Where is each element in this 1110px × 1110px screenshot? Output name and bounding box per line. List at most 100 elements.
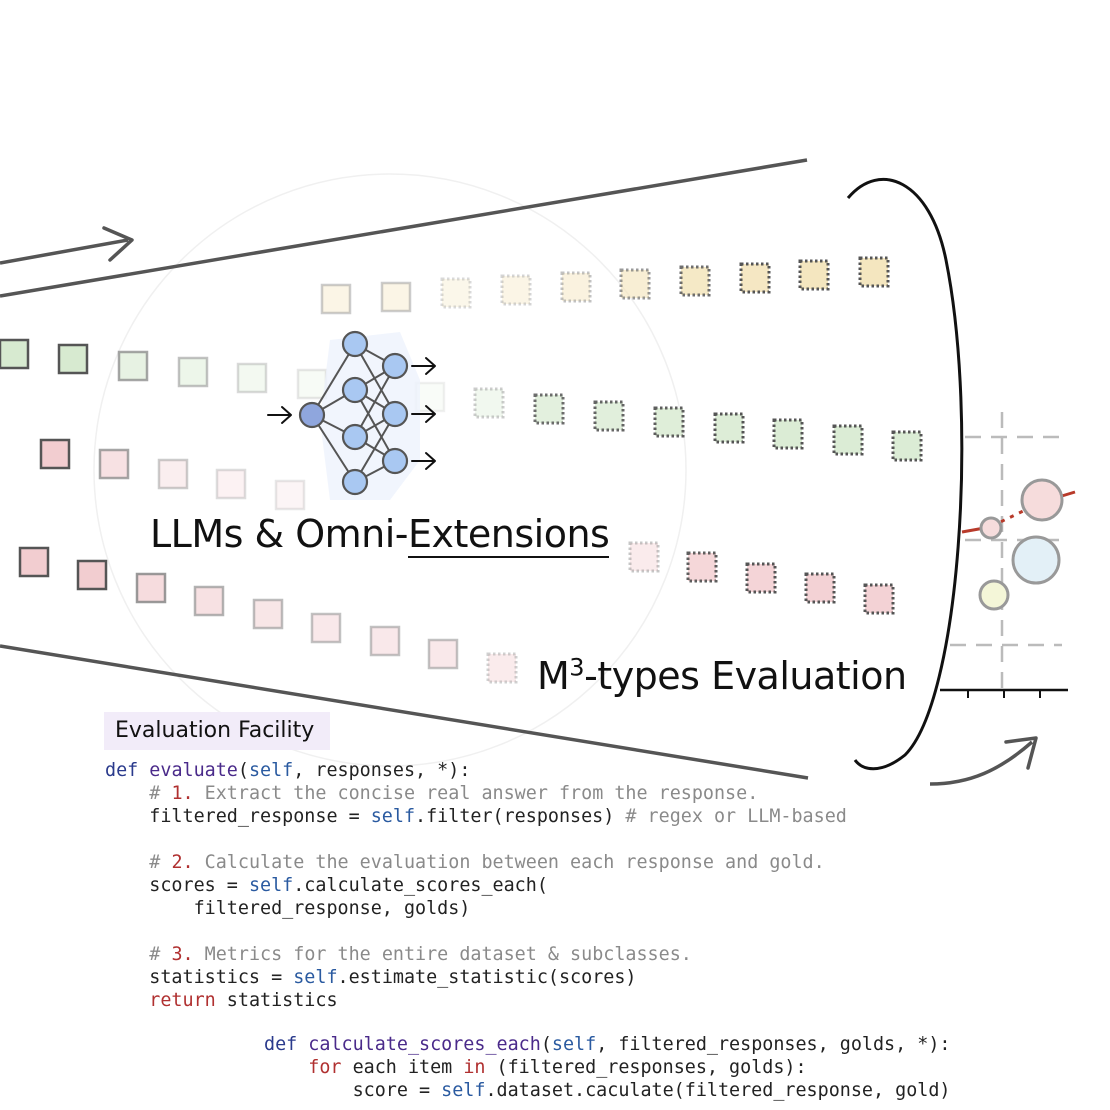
eval-title-rest: Evaluation (699, 654, 907, 698)
llm-title-underlined: Extensions (408, 512, 610, 558)
code-token: Metrics for the entire dataset & subclas… (193, 944, 692, 965)
token-square (369, 625, 401, 657)
token-square (533, 393, 565, 425)
code-token: # regex or LLM-based (625, 806, 847, 827)
token-square (500, 274, 532, 306)
code-token: Calculate the evaluation between each re… (193, 852, 825, 873)
token-square (739, 262, 771, 294)
code-token: evaluate (149, 760, 238, 781)
code-token: self (293, 967, 338, 988)
funnel-bottom-line (0, 644, 809, 780)
eval-title-sup: 3 (569, 653, 585, 682)
code-token: score = (264, 1080, 442, 1101)
token-square (486, 652, 518, 684)
token-square (57, 343, 89, 375)
code-token: .estimate_statistic(scores) (337, 967, 637, 988)
code-token: Extract the concise real answer from the… (193, 783, 759, 804)
code-token: 3. (171, 944, 194, 965)
code-token: each item (341, 1057, 464, 1078)
funnel-top-line (0, 158, 808, 298)
code-token: filtered_response = (105, 806, 371, 827)
token-square (320, 283, 352, 315)
token-square (157, 458, 189, 490)
code-token: # (105, 783, 172, 804)
token-square (772, 418, 804, 450)
token-square (427, 638, 459, 670)
token-square (177, 356, 209, 388)
data-token-squares (0, 256, 923, 684)
token-square (619, 268, 651, 300)
token-square (440, 277, 472, 309)
token-square (414, 381, 446, 413)
code-token: self (551, 1034, 597, 1055)
funnel-opening (846, 178, 964, 771)
code-token: self (370, 806, 416, 827)
code-token: def (105, 760, 150, 781)
code-token: (filtered_responses, golds): (485, 1057, 807, 1078)
token-square (891, 430, 923, 462)
focus-circle (93, 173, 687, 767)
llm-title-prefix: LLMs & Omni- (150, 512, 409, 556)
code-token: .dataset.caculate(filtered_response, gol… (485, 1080, 951, 1101)
evaluation-title: M3-types Evaluation (537, 654, 907, 698)
code-token: # (105, 852, 172, 873)
code-token: self (441, 1080, 486, 1101)
token-square (193, 585, 225, 617)
code-token: filtered_response, golds) (105, 898, 471, 919)
token-square (628, 541, 660, 573)
token-square (473, 387, 505, 419)
code-token: def (264, 1034, 309, 1055)
token-square (560, 271, 592, 303)
code-token: self (248, 875, 294, 896)
token-square (135, 572, 167, 604)
code-token: .filter(responses) (415, 806, 626, 827)
llm-title: LLMs & Omni-Extensions (150, 512, 610, 558)
token-square (18, 546, 50, 578)
token-square (804, 572, 836, 604)
code-token: scores = (105, 875, 249, 896)
calculate-scores-code-block: def calculate_scores_each(self, filtered… (264, 1033, 951, 1102)
arrow-icon (0, 226, 134, 265)
code-token: , filtered_responses, golds, *): (596, 1034, 951, 1055)
eval-title-types: -types (584, 654, 700, 698)
scatter-plot-icon (940, 412, 1076, 698)
token-square (653, 406, 685, 438)
token-square (593, 400, 625, 432)
code-token: .calculate_scores_each( (293, 875, 548, 896)
code-token: self (248, 760, 294, 781)
token-square (0, 338, 30, 370)
token-square (274, 479, 306, 511)
token-square (215, 468, 247, 500)
token-square (863, 583, 895, 615)
token-square (117, 350, 149, 382)
token-square (39, 438, 71, 470)
token-square (310, 612, 342, 644)
code-token: , responses, *): (293, 760, 471, 781)
neural-network-icon (267, 330, 436, 500)
token-square (76, 559, 108, 591)
code-token: statistics = (105, 967, 294, 988)
facility-label: Evaluation Facility (104, 712, 330, 750)
code-token: ( (237, 760, 249, 781)
code-token: in (463, 1057, 486, 1078)
eval-title-m: M (537, 654, 570, 698)
code-token: 1. (171, 783, 194, 804)
token-square (713, 412, 745, 444)
token-square (252, 598, 284, 630)
code-token: calculate_scores_each (308, 1034, 541, 1055)
code-token: return (105, 990, 216, 1011)
token-square (832, 424, 864, 456)
code-token: statistics (215, 990, 338, 1011)
code-token: ( (540, 1034, 552, 1055)
code-token: for (264, 1057, 342, 1078)
arrow-icon (929, 736, 1038, 786)
token-square (679, 265, 711, 297)
code-token: 2. (171, 852, 194, 873)
token-square (236, 362, 268, 394)
token-square (686, 551, 718, 583)
evaluate-code-block: def evaluate(self, responses, *): # 1. E… (105, 759, 847, 1012)
token-square (745, 562, 777, 594)
token-square (296, 368, 328, 400)
code-token: # (105, 944, 172, 965)
token-square (380, 281, 412, 313)
